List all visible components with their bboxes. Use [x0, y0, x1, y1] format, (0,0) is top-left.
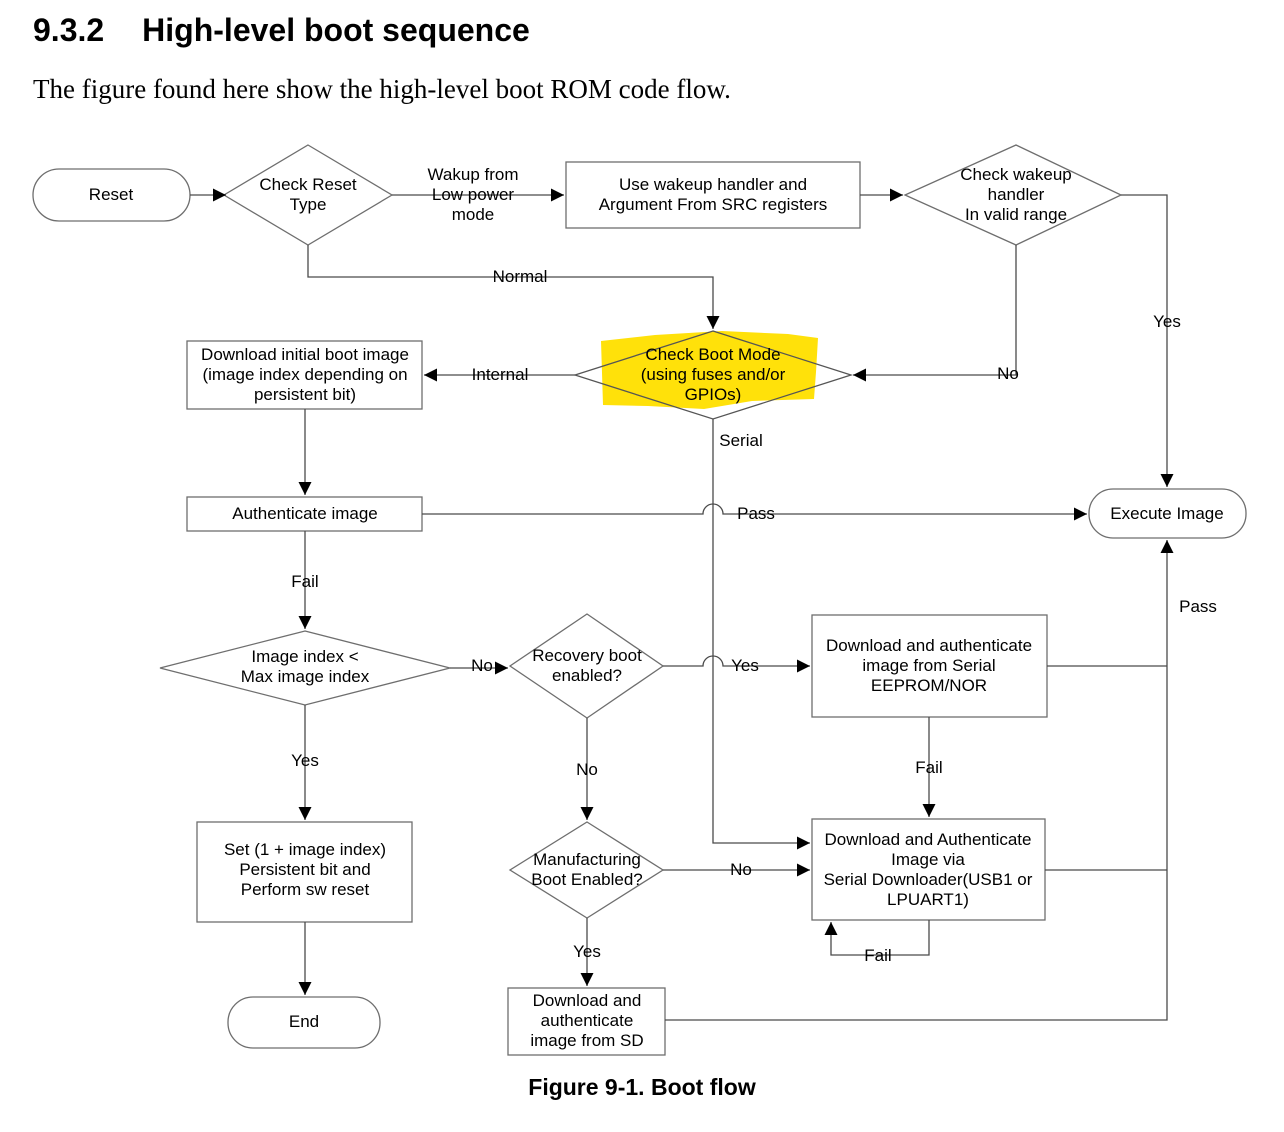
section-number: 9.3.2 [33, 12, 105, 48]
download-serial-eeprom-label: Download and authenticate image from Ser… [825, 636, 1033, 695]
download-sd-label: Download and authenticate image from SD [530, 991, 644, 1050]
edge-pass-authenticate [422, 503, 1087, 521]
no-image-index-label: No [471, 656, 493, 675]
flowchart-graphics [32, 144, 1247, 1056]
no-wakeup-label: No [997, 364, 1019, 383]
section-title: High-level boot sequence [142, 12, 530, 48]
serial-label: Serial [719, 431, 763, 450]
fail-eeprom-label: Fail [915, 758, 943, 777]
fail-serial-downloader-label: Fail [864, 946, 892, 965]
internal-label: Internal [471, 365, 529, 384]
yes-wakeup-label: Yes [1153, 312, 1181, 331]
download-serial-downloader-box [811, 818, 1046, 921]
yellow-highlight [601, 331, 818, 409]
end-label: End [288, 1012, 320, 1031]
use-wakeup-handler-label: Use wakeup handler and Argument From SRC… [598, 175, 828, 214]
recovery-boot-label: Recovery boot enabled? [532, 646, 642, 685]
execute-image-terminator [1088, 488, 1247, 539]
yes-manufacturing-label: Yes [573, 942, 601, 961]
edge-yes-to-execute [1121, 194, 1174, 487]
check-boot-mode-label: Check Boot Mode (using fuses and/or GPIO… [640, 345, 786, 404]
edge-no-to-check-boot-mode [853, 245, 1017, 382]
download-initial-boot-image-label: Download initial boot image (image index… [201, 345, 409, 404]
no-recovery-label: No [576, 760, 598, 779]
edge-yes-recovery [663, 655, 810, 673]
manufacturing-boot-label: Manufacturing Boot Enabled? [531, 850, 643, 889]
intro-paragraph: The figure found here show the high-leve… [33, 74, 731, 104]
section-heading: 9.3.2 High-level boot sequence [33, 12, 530, 49]
reset-label: Reset [88, 185, 134, 204]
wakeup-from-low-power-label: Wakup from Low power mode [427, 165, 519, 224]
set-persistent-bit-box [196, 821, 413, 923]
pass-authenticate-label: Pass [737, 504, 775, 523]
use-wakeup-handler-box [565, 161, 861, 229]
image-index-label: Image index < Max image index [240, 647, 370, 686]
flow-edges [190, 188, 1174, 1021]
boot-flow-diagram: Reset Check Reset Type Wakup from Low po… [0, 130, 1284, 1070]
fail-authenticate-label: Fail [291, 572, 319, 591]
figure-caption: Figure 9-1. Boot flow [528, 1074, 756, 1100]
authenticate-image-label: Authenticate image [232, 504, 378, 523]
edge-fail-loop [824, 920, 930, 956]
download-serial-downloader-label: Download and Authenticate Image via Seri… [823, 830, 1033, 909]
no-manufacturing-label: No [730, 860, 752, 879]
check-wakeup-handler-label: Check wakeup handler In valid range [960, 165, 1072, 224]
yes-recovery-label: Yes [731, 656, 759, 675]
yes-image-index-label: Yes [291, 751, 319, 770]
end-terminator [227, 996, 381, 1049]
check-reset-type-label: Check Reset Type [259, 175, 357, 214]
normal-label: Normal [492, 267, 548, 286]
download-sd-box [507, 987, 666, 1056]
download-serial-eeprom-box [811, 614, 1048, 718]
node-shapes [32, 144, 1247, 1056]
edge-pass-to-execute [665, 540, 1174, 1021]
execute-image-label: Execute Image [1110, 504, 1224, 523]
pass-to-execute-label: Pass [1179, 597, 1217, 616]
edge-normal [307, 245, 720, 329]
set-persistent-bit-label: Set (1 + image index) Persistent bit and… [223, 840, 387, 899]
edge-serial [712, 419, 810, 850]
download-initial-boot-image-box [186, 340, 423, 410]
authenticate-image-box [186, 496, 423, 532]
